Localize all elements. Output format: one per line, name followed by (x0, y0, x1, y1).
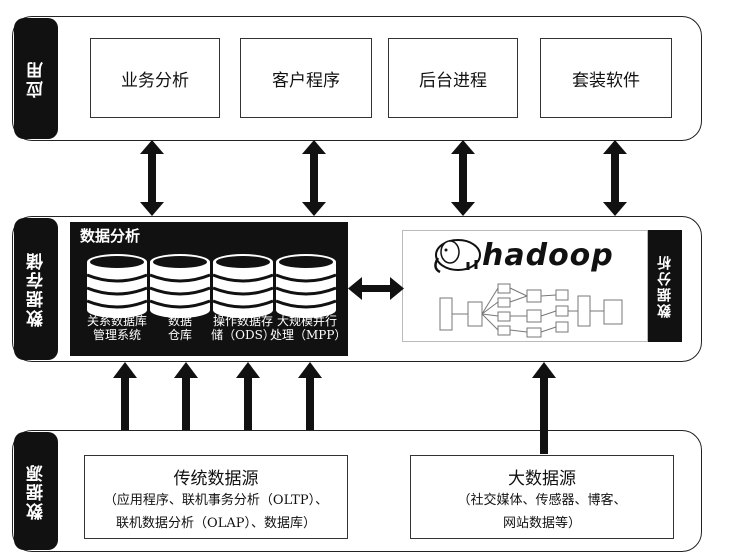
db-label-line1: 大规模并行 (276, 314, 337, 328)
up-arrow-4 (298, 362, 322, 430)
double-arrow-4 (603, 140, 627, 216)
bigdata-source-line1: （社交媒体、传感器、博客、 (457, 493, 627, 508)
app-box-label: 套装软件 (572, 70, 640, 91)
cylinder-mpp-icon (275, 254, 337, 318)
double-arrow-3 (451, 140, 475, 216)
up-arrow-5 (532, 362, 556, 454)
db-label-line1: 操作数据存 (212, 314, 273, 328)
app-storage-arrows (140, 140, 627, 216)
db-label-mpp: 大规模并行 处理（MPP） (270, 314, 347, 342)
traditional-source-title: 传统数据源 (173, 469, 259, 489)
application-tab: 应用 (14, 18, 58, 139)
source-tab: 数据源 (14, 432, 58, 550)
cylinder-rdbms-icon (86, 254, 148, 318)
db-label-line1: 数据 (167, 314, 192, 328)
app-box-client-programs: 客户程序 (240, 38, 372, 118)
db-label-rdbms: 关系数据库 管理系统 (82, 314, 152, 342)
up-arrow-3 (236, 362, 260, 430)
hadoop-right-tab: 数据分析 (648, 230, 682, 342)
bigdata-source-box: 大数据源 （社交媒体、传感器、博客、 网站数据等） (410, 455, 674, 539)
traditional-source-line1: （应用程序、联机事务分析（OLTP）、 (103, 493, 329, 508)
db-label-line2: 管理系统 (92, 328, 141, 342)
bigdata-source-line2: 网站数据等） (502, 516, 581, 531)
up-arrow-1 (113, 362, 137, 430)
analysis-panel-title: 数据分析 (80, 227, 141, 245)
traditional-source-line2: 联机数据分析（OLAP）、数据库） (116, 516, 316, 531)
cylinder-warehouse-icon (149, 254, 211, 318)
double-arrow-2 (302, 140, 326, 216)
bigdata-source-title: 大数据源 (508, 469, 576, 489)
db-label-line2: 仓库 (167, 328, 192, 342)
analysis-hadoop-arrow (348, 277, 404, 300)
traditional-source-box: 传统数据源 （应用程序、联机事务分析（OLTP）、 联机数据分析（OLAP）、数… (84, 455, 348, 539)
app-box-packaged-software: 套装软件 (540, 38, 672, 118)
source-arrows (113, 362, 556, 454)
app-box-label: 业务分析 (121, 70, 189, 91)
cylinder-ods-icon (212, 254, 274, 318)
app-box-backend-processes: 后台进程 (388, 38, 518, 118)
hadoop-flow-diagram-icon (439, 283, 623, 338)
app-box-business-analysis: 业务分析 (90, 38, 220, 118)
db-label-line1: 关系数据库 (86, 314, 147, 328)
app-box-label: 客户程序 (272, 70, 340, 91)
up-arrow-2 (174, 362, 198, 430)
app-box-label: 后台进程 (419, 70, 487, 91)
db-label-ods: 操作数据存 储（ODS） (208, 314, 278, 342)
storage-tab: 数据存储 (14, 218, 58, 360)
db-label-line2: 处理（MPP） (270, 328, 347, 342)
double-arrow-1 (140, 140, 164, 216)
hadoop-logo-text: hadoop (482, 238, 614, 273)
db-label-warehouse: 数据 仓库 (150, 314, 210, 342)
db-label-line2: 储（ODS） (211, 328, 275, 342)
database-cylinders (86, 254, 337, 318)
hadoop-elephant-icon (434, 239, 481, 274)
